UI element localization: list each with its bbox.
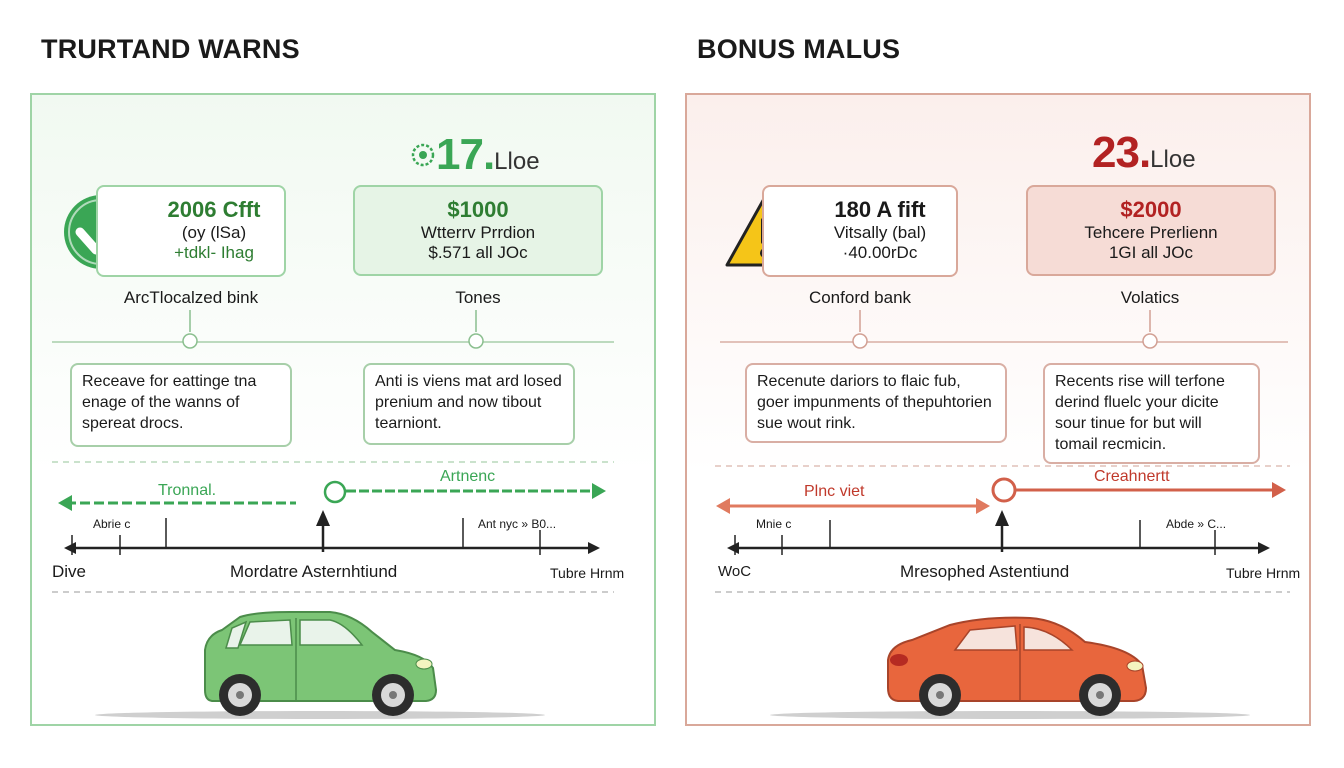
- right-text-box-1: Recenute dariors to flaic fub, goer impu…: [745, 363, 1007, 443]
- right-arrow-label-2: Creahnertt: [1094, 468, 1170, 485]
- left-text-box-1: Receave for eattinge tna enage of the wa…: [70, 363, 292, 447]
- left-big-number: 17.Lloe: [436, 130, 540, 179]
- right-axis-center: Mresophed Astentiund: [900, 562, 1070, 581]
- left-arrow-label-2: Artnenc: [440, 468, 496, 485]
- left-arrow-label-1: Tronnal.: [158, 482, 217, 499]
- right-car: [770, 616, 1250, 719]
- right-label-2: Volatics: [1120, 288, 1180, 307]
- left-axis-left: Dive: [52, 562, 87, 581]
- left-axis-center: Mordatre Asternhtiund: [230, 562, 398, 581]
- right-tick-label-2: Abde » C...: [1166, 517, 1227, 531]
- left-heading: TRURTAND WARNS: [41, 34, 300, 64]
- coin-icon: [411, 143, 435, 167]
- left-label-2: Tones: [455, 288, 501, 307]
- left-node-1: [182, 333, 198, 349]
- right-card-2: $2000 Tehcere Prerlienn 1GI all JOc: [1026, 185, 1276, 276]
- right-arrow-2-start: [991, 477, 1017, 503]
- left-card-1: 2006 Cfft (oy (lSa) +tdkl- Ihag: [96, 185, 286, 277]
- left-tick-label-1: Abrie c: [93, 517, 131, 531]
- right-big-number: 23.Lloe: [1092, 128, 1196, 177]
- left-axis-right: Tubre Hrnm: [550, 565, 625, 581]
- right-text-box-2: Recents rise will terfone derind fluelc …: [1043, 363, 1260, 464]
- right-axis-right: Tubre Hrnm: [1226, 565, 1301, 581]
- left-tick-label-2: Ant nyc » B0...: [478, 517, 557, 531]
- right-heading: BONUS MALUS: [697, 34, 901, 64]
- right-label-1: Conford bank: [808, 288, 912, 307]
- left-node-2: [468, 333, 484, 349]
- right-arrow-label-1: Plnc viet: [804, 483, 865, 500]
- right-tick-label-1: Mnie c: [756, 517, 792, 531]
- left-car: [95, 611, 545, 719]
- left-pointer: [316, 510, 330, 526]
- right-card-1: 180 A fift Vitsally (bal) ·40.00rDc: [762, 185, 958, 277]
- left-label-1: ArcTlocalzed bink: [123, 288, 259, 307]
- left-arrow-2-head: [592, 483, 606, 499]
- left-arrow-1-head: [58, 495, 72, 511]
- left-card-2: $1000 Wtterrv Prrdion $.571 all JOc: [353, 185, 603, 276]
- left-text-box-2: Anti is viens mat ard losed prenium and …: [363, 363, 575, 445]
- right-axis-left: WoC: [718, 563, 752, 580]
- right-pointer: [995, 510, 1009, 526]
- left-arrow-2-start: [323, 480, 347, 504]
